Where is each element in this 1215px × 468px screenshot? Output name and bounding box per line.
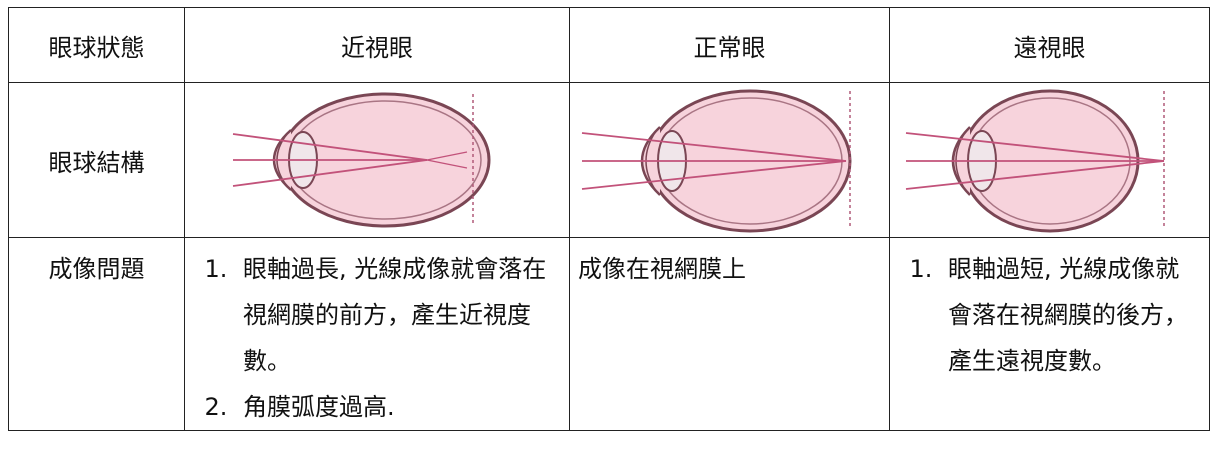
list-item: 眼軸過長, 光線成像就會落在視網膜的前方，產生近視度數。	[235, 246, 561, 384]
hyperopia-problem-list: 眼軸過短, 光線成像就會落在視網膜的後方，產生遠視度數。	[898, 246, 1201, 384]
ray-top	[232, 133, 428, 161]
list-item: 眼軸過短, 光線成像就會落在視網膜的後方，產生遠視度數。	[940, 246, 1201, 384]
normal-eye-cell	[569, 82, 890, 238]
myopia-problem-cell: 眼軸過長, 光線成像就會落在視網膜的前方，產生近視度數。 角膜弧度過高.	[184, 237, 570, 431]
myopia-eye-cell	[184, 82, 570, 238]
header-myopia: 近視眼	[184, 7, 570, 83]
ray-bottom	[905, 160, 1164, 190]
header-normal: 正常眼	[569, 7, 890, 83]
ray-bottom	[581, 160, 846, 190]
ray-top	[581, 132, 846, 162]
eye-comparison-table: 眼球狀態 近視眼 正常眼 遠視眼 眼球結構	[8, 7, 1210, 431]
label-eye-structure: 眼球結構	[8, 82, 185, 238]
hyperopia-eye-cell	[889, 82, 1210, 238]
myopia-eye-diagram	[232, 92, 491, 228]
header-hyperopia: 遠視眼	[889, 7, 1210, 83]
label-imaging-problem: 成像問題	[8, 237, 185, 431]
myopia-problem-list: 眼軸過長, 光線成像就會落在視網膜的前方，產生近視度數。 角膜弧度過高.	[193, 246, 561, 430]
normal-problem-cell: 成像在視網膜上	[569, 237, 890, 431]
ray-top-diverge	[426, 159, 468, 169]
list-item: 角膜弧度過高.	[235, 384, 561, 430]
normal-eye-diagram	[581, 89, 851, 233]
ray-top	[905, 132, 1164, 162]
ray-bottom-diverge	[426, 151, 468, 161]
structure-row: 眼球結構	[8, 82, 1210, 238]
header-eye-status: 眼球狀態	[8, 7, 185, 83]
problem-row: 成像問題 眼軸過長, 光線成像就會落在視網膜的前方，產生近視度數。 角膜弧度過高…	[8, 237, 1210, 431]
header-row: 眼球狀態 近視眼 正常眼 遠視眼	[8, 7, 1210, 83]
ray-bottom	[232, 159, 428, 187]
hyperopia-eye-diagram	[905, 89, 1165, 233]
hyperopia-problem-cell: 眼軸過短, 光線成像就會落在視網膜的後方，產生遠視度數。	[889, 237, 1210, 431]
